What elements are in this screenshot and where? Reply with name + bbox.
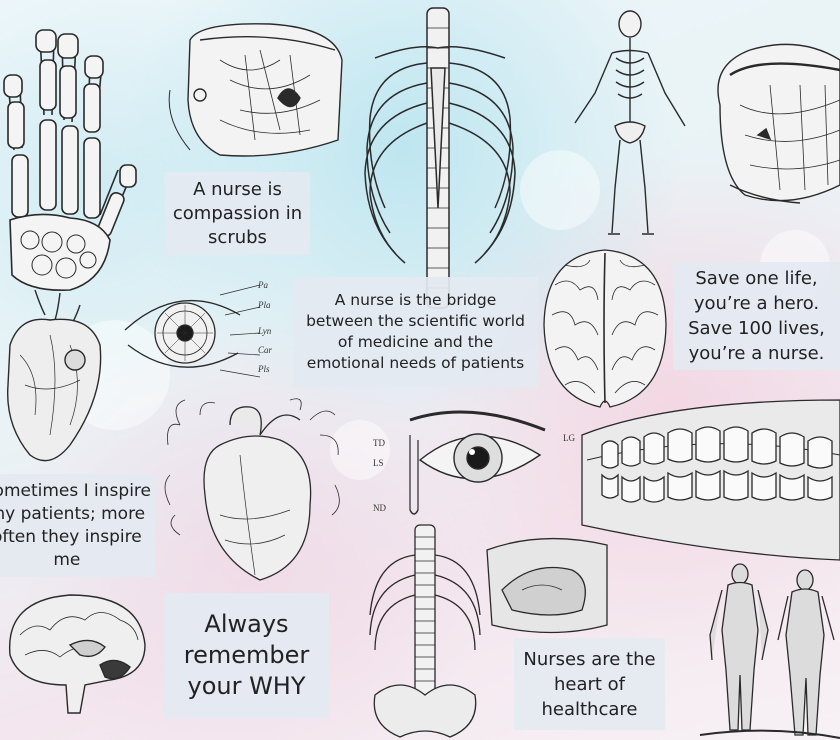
quote-card-why: Always remember your WHY: [164, 593, 329, 718]
heart-illustration: [0, 285, 110, 475]
label-lg: LG: [563, 433, 575, 443]
quote-card-bridge: A nurse is the bridge between the scient…: [293, 277, 538, 387]
eyeball-cross-section-illustration: [160, 20, 350, 160]
quote-card-compassion: A nurse is compassion in scrubs: [165, 172, 310, 255]
spine-pelvis-illustration: [360, 524, 490, 740]
label-lyn: Lyn: [258, 326, 272, 336]
eye-iris-illustration: [120, 275, 270, 395]
quote-why-text: Always remember your WHY: [183, 610, 310, 700]
quote-hero-text: Save one life, you’re a hero. Save 100 l…: [688, 268, 825, 364]
quote-bridge-text: A nurse is the bridge between the scient…: [306, 291, 525, 372]
label-ls: LS: [373, 458, 384, 468]
quote-card-heart: Nurses are the heart of healthcare: [514, 638, 665, 730]
eyeball-cross-section-illustration-2: [700, 25, 840, 220]
label-pls: Pls: [258, 364, 270, 374]
brain-top-view-illustration: [540, 245, 670, 410]
bokeh-light: [330, 420, 390, 480]
quote-card-inspire: Sometimes I inspire my patients; more of…: [0, 474, 155, 577]
quote-card-hero: Save one life, you’re a hero. Save 100 l…: [673, 262, 840, 370]
head-cross-section-illustration: [482, 530, 612, 640]
heart-vessels-illustration: [160, 395, 345, 590]
quote-inspire-text: Sometimes I inspire my patients; more of…: [0, 480, 151, 570]
eye-anatomy-illustration: [380, 400, 560, 520]
muscle-figures-illustration: [699, 560, 840, 740]
label-car: Car: [258, 345, 273, 355]
rib-cage-illustration: [355, 7, 525, 309]
quote-heart-text: Nurses are the heart of healthcare: [523, 648, 656, 720]
label-nd: ND: [373, 503, 386, 513]
hand-skeleton-illustration: [0, 20, 145, 295]
label-pa: Pa: [258, 280, 268, 290]
label-td: TD: [373, 438, 385, 448]
bokeh-light: [520, 150, 600, 230]
teeth-jaw-illustration: [572, 395, 840, 565]
brain-sagittal-illustration: [0, 585, 150, 715]
full-skeleton-illustration: [560, 8, 700, 238]
quote-compassion-text: A nurse is compassion in scrubs: [172, 178, 303, 248]
label-pla: Pla: [258, 300, 271, 310]
